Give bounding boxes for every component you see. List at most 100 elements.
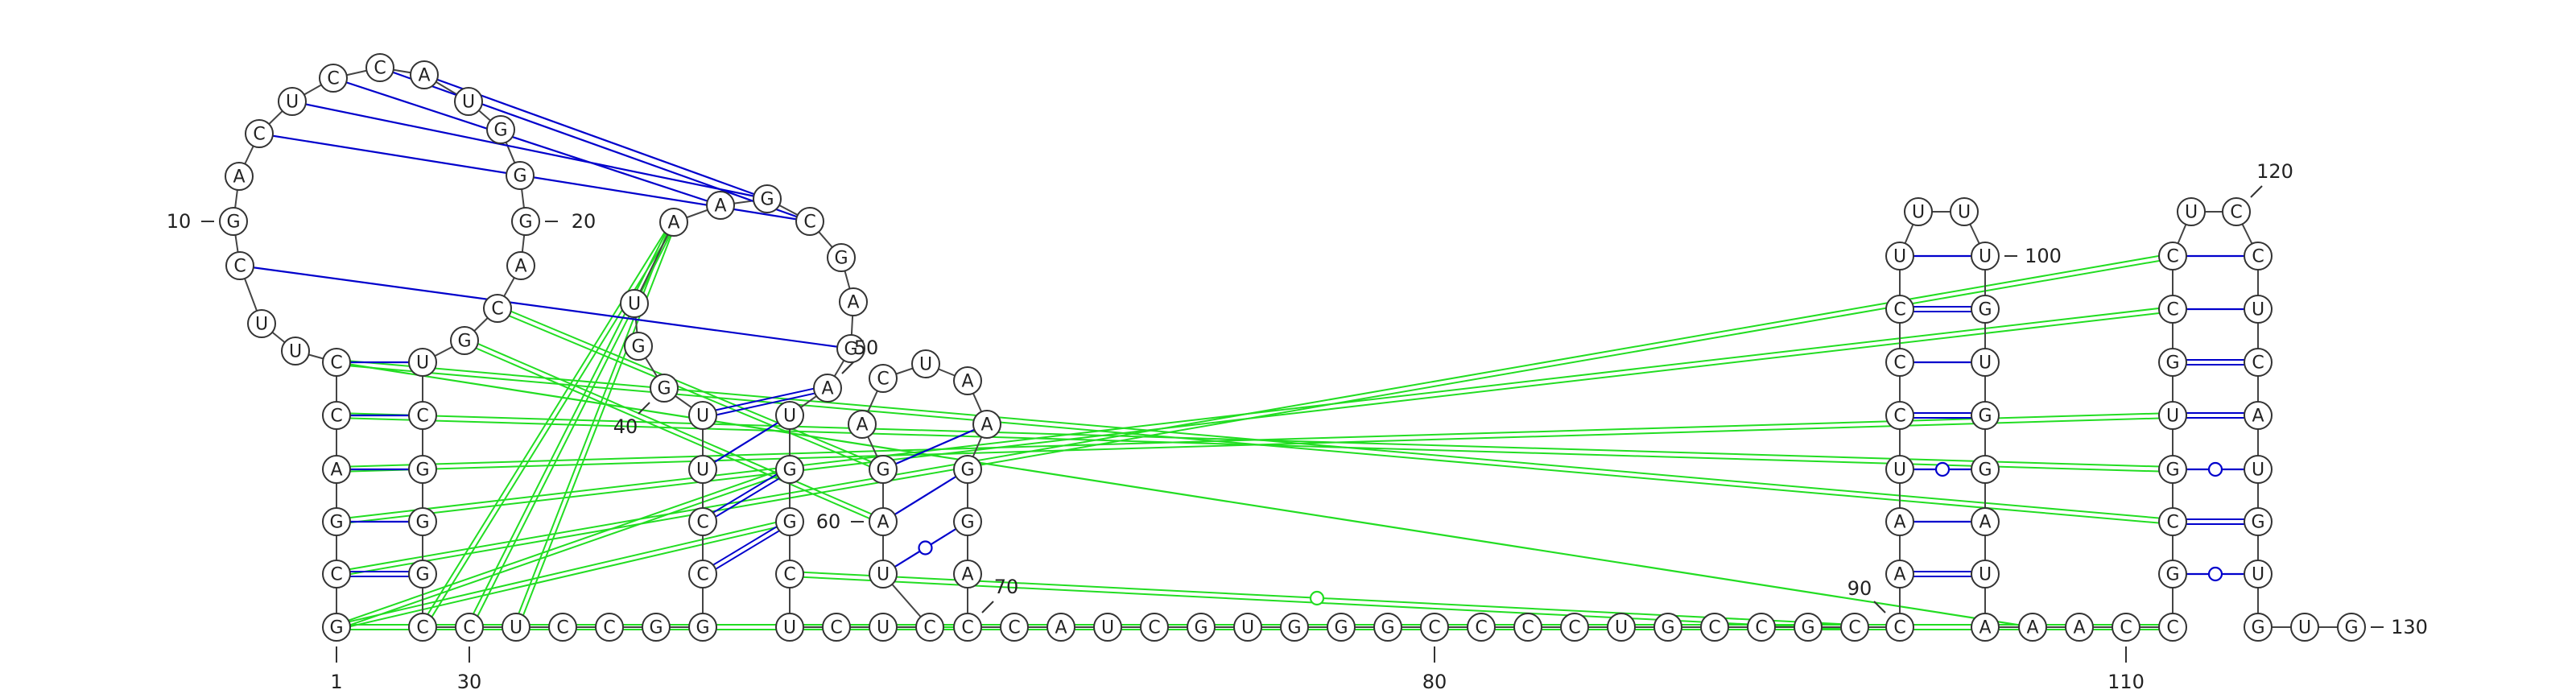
nucleotide-circle (775, 455, 804, 484)
nucleotide-127: U (2244, 560, 2273, 589)
position-number-tick (1873, 601, 1886, 613)
nucleotide-115: U (2158, 401, 2187, 430)
nucleotide-74: C (1140, 613, 1169, 642)
nucleotide-circle (1653, 613, 1682, 642)
pseudoknot-line (336, 310, 2174, 525)
nucleotide-letter: U (286, 93, 299, 113)
pseudoknot-line (470, 222, 677, 629)
nucleotide-circle (706, 191, 735, 220)
nucleotide-104: G (1971, 455, 2000, 484)
nucleotide-letter: A (418, 66, 430, 86)
nucleotide-letter: G (513, 167, 526, 187)
nucleotide-letter: C (803, 213, 815, 233)
nucleotide-letter: G (1287, 618, 1301, 638)
pseudoknot-gu-marker (1309, 590, 1325, 606)
nucleotide-circle (219, 207, 248, 236)
nucleotide-118: C (2158, 242, 2187, 271)
nucleotide-circle (2244, 242, 2273, 271)
nucleotide-letter: A (980, 415, 993, 436)
nucleotide-circle (281, 337, 310, 366)
nucleotide-60: A (869, 507, 898, 536)
nucleotide-circle (1467, 613, 1496, 642)
nucleotide-letter: G (329, 618, 343, 638)
nucleotide-letter: A (514, 257, 526, 277)
nucleotide-52: G (775, 455, 804, 484)
nucleotide-33: C (595, 613, 624, 642)
nucleotide-99: U (1950, 197, 1979, 226)
nucleotide-letter: G (844, 340, 857, 360)
nucleotide-letter: G (415, 461, 429, 481)
nucleotide-letter: U (877, 618, 890, 638)
nucleotide-circle (450, 326, 479, 355)
pseudoknot-line (336, 363, 2173, 525)
nucleotide-circle (642, 613, 671, 642)
nucleotide-letter: A (847, 293, 859, 313)
nucleotide-letter: G (782, 513, 796, 533)
nucleotide-circle (775, 560, 804, 589)
nucleotide-letter: U (2298, 618, 2311, 638)
nucleotide-letter: A (2073, 618, 2085, 638)
nucleotide-letter: U (1893, 461, 1906, 481)
nucleotide-circle (408, 507, 437, 536)
nucleotide-letter: C (1893, 407, 1905, 427)
nucleotide-56: C (822, 613, 851, 642)
nucleotide-27: G (408, 507, 437, 536)
nucleotide-76: U (1233, 613, 1262, 642)
nucleotide-circle (2112, 613, 2140, 642)
nucleotide-letter: G (1334, 618, 1348, 638)
nucleotide-letter: C (327, 69, 339, 89)
base-pair-line (702, 415, 791, 470)
nucleotide-letter: U (1912, 203, 1925, 223)
nucleotide-circle (659, 208, 688, 237)
nucleotide-circle (869, 364, 898, 393)
nucleotide-letter: A (961, 565, 973, 585)
nucleotide-40: G (650, 374, 679, 403)
nucleotide-circle (225, 162, 254, 191)
nucleotide-letter: C (1428, 618, 1440, 638)
nucleotide-letter: G (1194, 618, 1208, 638)
nucleotide-87: C (1747, 613, 1776, 642)
nucleotide-105: A (1971, 507, 2000, 536)
position-number: 40 (613, 415, 638, 438)
nucleotide-letter: A (1893, 565, 1905, 585)
nucleotide-circle (408, 613, 437, 642)
nucleotide-16: A (410, 60, 439, 89)
nucleotide-letter: C (877, 370, 889, 390)
nucleotide-circle (548, 613, 577, 642)
nucleotide-55: U (775, 613, 804, 642)
nucleotide-circle (795, 207, 824, 236)
nucleotide-121: C (2244, 242, 2273, 271)
nucleotide-circle (410, 60, 439, 89)
nucleotide-letter: C (696, 565, 708, 585)
nucleotide-circle (408, 401, 437, 430)
nucleotide-circle (2158, 401, 2187, 430)
pseudoknot-line (336, 518, 790, 626)
nucleotide-66: A (972, 410, 1001, 439)
nucleotide-letter: U (255, 315, 268, 335)
nucleotide-72: A (1046, 613, 1075, 642)
nucleotide-letter: G (2344, 618, 2358, 638)
nucleotide-circle (813, 374, 842, 403)
nucleotide-letter: A (821, 379, 833, 399)
nucleotide-letter: G (415, 513, 429, 533)
nucleotide-98: U (1904, 197, 1933, 226)
nucleotide-letter: C (1755, 618, 1767, 638)
nucleotide-122: U (2244, 295, 2273, 324)
nucleotide-9: C (225, 251, 254, 280)
nucleotide-circle (2244, 295, 2273, 324)
nucleotide-circle (2290, 613, 2319, 642)
nucleotide-circle (953, 613, 982, 642)
nucleotide-20: G (511, 207, 540, 236)
nucleotide-letter: A (233, 167, 245, 188)
nucleotide-123: C (2244, 348, 2273, 377)
nucleotide-8: U (247, 309, 276, 338)
nucleotide-37: C (688, 507, 717, 536)
nucleotide-81: C (1467, 613, 1496, 642)
nucleotide-11: A (225, 162, 254, 191)
nucleotide-letter: C (1708, 618, 1720, 638)
nucleotide-letter: C (491, 299, 503, 320)
nucleotide-circle (322, 613, 351, 642)
nucleotide-letter: C (696, 513, 708, 533)
nucleotide-108: A (2018, 613, 2047, 642)
